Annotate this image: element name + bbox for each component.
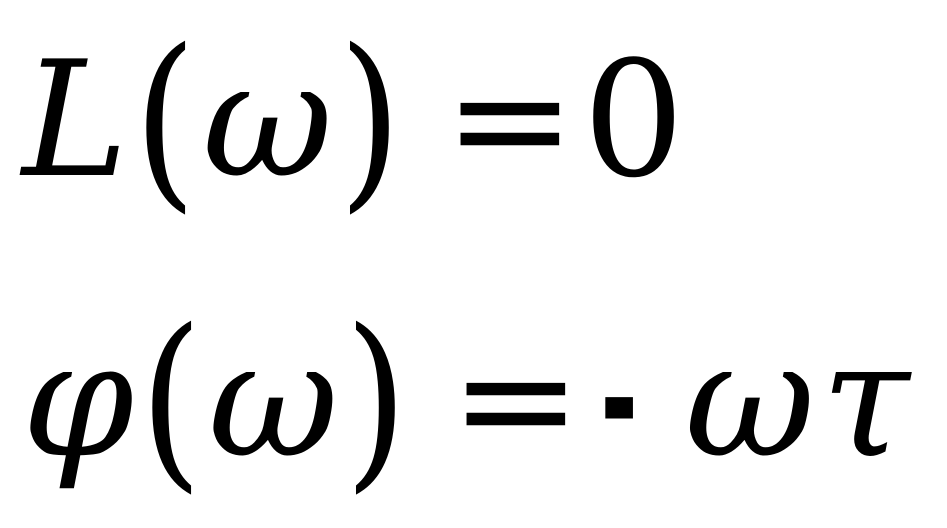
symbol-phi: φ — [22, 306, 135, 493]
symbol-L: L — [22, 26, 129, 213]
left-paren: ( — [133, 9, 197, 230]
term-omega: ω — [684, 306, 816, 493]
right-paren: ) — [338, 9, 402, 230]
equation-magnitude: L ( ω ) = 0 — [22, 20, 684, 220]
equation-phase: φ ( ω ) = - ω τ — [22, 300, 910, 500]
equals-sign: = — [443, 33, 576, 207]
value-zero: 0 — [582, 26, 685, 213]
variable-omega: ω — [208, 306, 339, 493]
term-tau: τ — [821, 306, 910, 493]
equals-sign: = — [449, 313, 582, 487]
right-paren: ) — [344, 289, 408, 510]
variable-omega: ω — [202, 26, 333, 213]
minus-sign: - — [600, 313, 639, 487]
left-paren: ( — [139, 289, 203, 510]
